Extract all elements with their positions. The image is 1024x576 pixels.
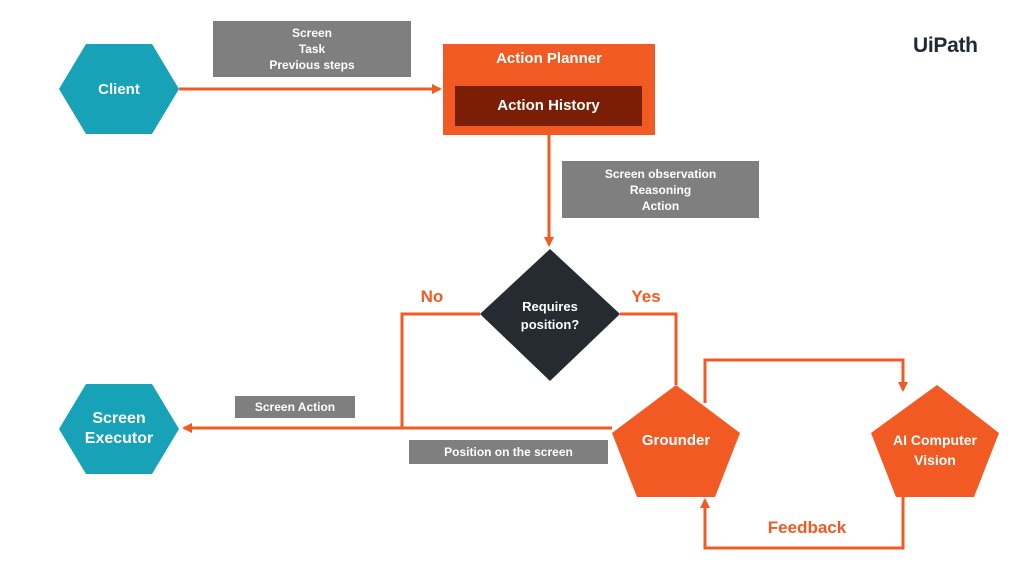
- client-inputs-label: Screen Task Previous steps: [213, 21, 411, 77]
- uipath-logo: UiPath: [913, 34, 978, 57]
- action-planner-title: Action Planner: [496, 50, 602, 67]
- action-history-box[interactable]: [455, 86, 642, 126]
- yes-branch-label: Yes: [631, 287, 661, 306]
- client-node[interactable]: [59, 44, 179, 134]
- ai-computer-vision-node[interactable]: [871, 385, 999, 497]
- decision-diamond[interactable]: [480, 249, 620, 381]
- grounder-label: Grounder: [641, 432, 711, 449]
- decision-label: Requires position?: [520, 299, 580, 332]
- arrow-grounder-to-ai-cv: [703, 358, 908, 403]
- ai-computer-vision-label: AI Computer Vision: [893, 432, 977, 468]
- client-label: Client: [98, 81, 140, 98]
- arrow-feedback: [700, 496, 905, 550]
- action-history-label: Action History: [497, 97, 600, 114]
- line-no-branch: [400, 312, 480, 428]
- planner-output-label: Screen observation Reasoning Action: [562, 161, 759, 218]
- feedback-label: Feedback: [767, 518, 847, 537]
- line-yes-branch: [620, 312, 678, 385]
- no-branch-label: No: [420, 287, 444, 306]
- screen-action-label: Screen Action: [235, 396, 355, 418]
- grounder-node[interactable]: [612, 385, 740, 497]
- screen-executor-node[interactable]: [59, 384, 179, 474]
- screen-executor-label: Screen Executor: [84, 410, 154, 447]
- position-on-screen-label: Position on the screen: [409, 440, 608, 464]
